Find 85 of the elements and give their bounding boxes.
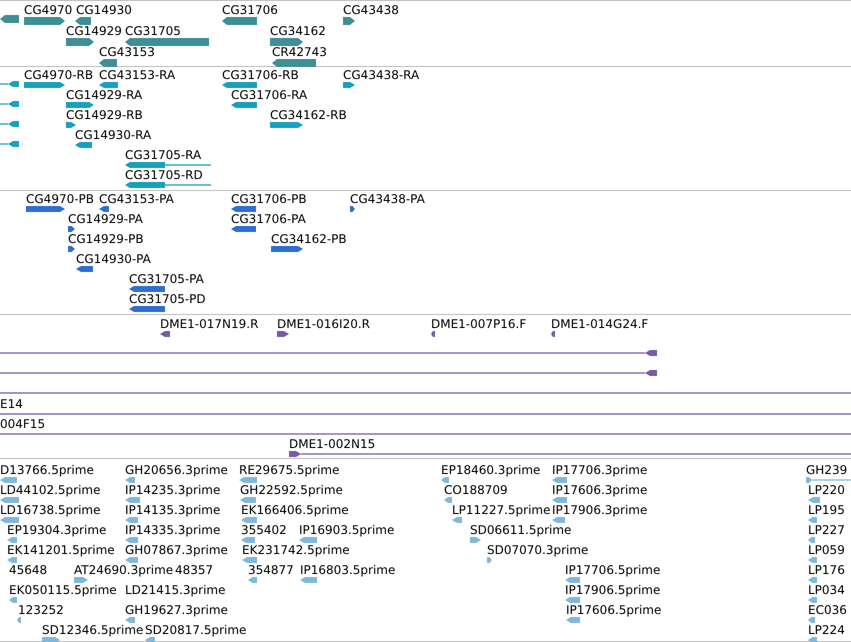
feature-label: D13766.5prime — [0, 463, 94, 477]
feature-label: GH239 — [806, 463, 848, 477]
feature-label: CG14929-RA — [66, 88, 142, 102]
feature-label: CG34162-PB — [271, 232, 347, 246]
feature-label: GH07867.3prime — [125, 543, 228, 557]
feature-label: CG43438-RA — [343, 68, 420, 82]
feature-label: LP195 — [808, 503, 845, 517]
feature-label: CG34162-RB — [270, 108, 347, 122]
feature-label: CG31706-PA — [231, 212, 306, 226]
feature-label: RE29675.5prime — [239, 463, 340, 477]
feature-label: CG31706-PB — [231, 192, 307, 206]
feature-label: DME1-017N19.R — [160, 317, 258, 331]
feature-label: LD16738.5prime — [0, 503, 101, 517]
feature-label: IP14135.3prime — [125, 503, 220, 517]
feature-label: SD06611.5prime — [470, 523, 572, 537]
feature-label: 45648 — [9, 563, 48, 577]
feature-label: CG4970 — [24, 3, 72, 17]
feature-label: IP16803.5prime — [300, 563, 396, 577]
feature-label: DME1-014G24.F — [551, 317, 648, 331]
feature-label: AT24690.3prime — [74, 563, 174, 577]
feature-label: LP11227.5prime — [452, 503, 551, 517]
feature-label: CG31705 — [125, 24, 181, 38]
feature-label: LP034 — [808, 583, 845, 597]
feature-label: CG14930-PA — [76, 252, 151, 266]
feature-label: LD21415.3prime — [125, 583, 226, 597]
feature-label: EK166406.5prime — [241, 503, 349, 517]
feature-label: CG43438-PA — [350, 192, 425, 206]
feature-label: CG14930 — [76, 3, 132, 17]
feature-label: CG14929-PA — [68, 212, 143, 226]
feature-label: 48357 — [175, 563, 214, 577]
feature-label: IP16903.5prime — [299, 523, 394, 537]
feature-label: CG31705-PD — [129, 292, 206, 306]
feature-label: EP18460.3prime — [441, 463, 540, 477]
feature-label: IP17706.5prime — [565, 563, 660, 577]
feature-label: DME1-007P16.F — [431, 317, 526, 331]
feature-label: CG43153 — [99, 45, 155, 59]
feature-label: CG14929-PB — [68, 232, 144, 246]
feature-label: GH22592.5prime — [240, 483, 343, 497]
feature-label: LP227 — [808, 523, 845, 537]
feature-label: GH19627.3prime — [125, 603, 228, 617]
feature-label: CG4970-RB — [24, 68, 94, 82]
feature-label: 354877 — [248, 563, 294, 577]
feature-label: CG31706-RB — [222, 68, 299, 82]
feature-label: CG31705-PA — [129, 272, 204, 286]
feature-label: SD12346.5prime — [42, 623, 144, 637]
feature-label: CG31706 — [222, 3, 278, 17]
feature-label: EK231742.5prime — [242, 543, 350, 557]
feature-label: CG34162 — [270, 24, 326, 38]
feature-label: CG43438 — [343, 3, 399, 17]
feature-label: SD20817.5prime — [145, 623, 246, 637]
feature-label: IP17906.3prime — [552, 503, 648, 517]
feature-label: IP17706.3prime — [552, 463, 648, 477]
feature-label: LP176 — [808, 563, 845, 577]
feature-label: DME1-016I20.R — [277, 317, 370, 331]
feature-label: CG14930-RA — [75, 128, 152, 142]
feature-label: CG31705-RA — [125, 148, 202, 162]
feature-label: EP19304.3prime — [7, 523, 106, 537]
feature-label: CG31706-RA — [231, 88, 308, 102]
feature-label: 355402 — [241, 523, 287, 537]
feature-label: GH20656.3prime — [125, 463, 228, 477]
feature-label: CG14929-RB — [66, 108, 143, 122]
feature-label: CG43153-PA — [99, 192, 174, 206]
feature-label: LP224 — [808, 623, 845, 637]
feature-label: IP14235.3prime — [125, 483, 220, 497]
feature-label: SD07070.3prime — [487, 543, 588, 557]
feature-label: IP17606.3prime — [552, 483, 648, 497]
feature-label: LP220 — [808, 483, 845, 497]
feature-label: CO188709 — [444, 483, 508, 497]
feature-label: EC036 — [808, 603, 847, 617]
feature-label: LP059 — [808, 543, 845, 557]
feature-label: CG43153-RA — [99, 68, 176, 82]
feature-label: CG31705-RD — [125, 168, 203, 182]
feature-label: CG14929 — [66, 24, 122, 38]
feature-label: E14 — [0, 397, 23, 411]
feature-label: EK141201.5prime — [7, 543, 115, 557]
feature-label: 004F15 — [0, 417, 46, 431]
feature-label: 123252 — [18, 603, 64, 617]
feature-label: DME1-002N15 — [289, 437, 376, 451]
feature-label: LD44102.5prime — [0, 483, 101, 497]
feature-label: IP17906.5prime — [565, 583, 660, 597]
feature-label: IP17606.5prime — [566, 603, 662, 617]
feature-label: CR42743 — [272, 45, 327, 59]
feature-label: IP14335.3prime — [125, 523, 220, 537]
feature-label: EK050115.5prime — [9, 583, 117, 597]
feature-label: CG4970-PB — [26, 192, 94, 206]
